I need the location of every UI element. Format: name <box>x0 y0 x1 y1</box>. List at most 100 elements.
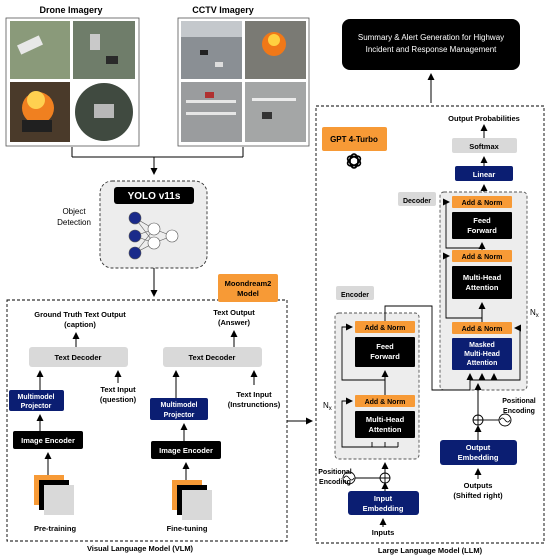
dec-positional-line1: Positional <box>502 398 536 405</box>
fine-text-input-line1: Text Input <box>236 390 272 399</box>
fine-text-decoder-label: Text Decoder <box>189 353 236 362</box>
input-emb-line2: Embedding <box>363 504 404 513</box>
dec-multi-head-attention <box>452 266 512 299</box>
yolo-title-box <box>114 187 194 204</box>
pre-projector <box>9 390 64 411</box>
llm-container <box>315 105 545 544</box>
fine-tuning-caption: Fine-tuning <box>167 524 208 533</box>
pre-output-line2: (caption) <box>64 320 96 329</box>
decoder-nx-label: Nx <box>530 308 539 319</box>
dec-add-norm-3-label: Add & Norm <box>462 200 503 207</box>
fine-text-input-line2: (Instrunctions) <box>228 400 281 409</box>
yolo-title: YOLO v11s <box>128 191 181 202</box>
dec-mha-line2: Attention <box>466 283 499 292</box>
dec-masked-line1: Masked <box>469 342 495 349</box>
dec-mha-line1: Multi-Head <box>463 273 502 282</box>
moondream-line1: Moondream2 <box>225 279 272 288</box>
pre-text-input-line2: (question) <box>100 395 137 404</box>
outputs-line1: Outputs <box>464 481 493 490</box>
dec-masked-attention <box>452 338 512 370</box>
cctv-imagery-label: CCTV Imagery <box>192 5 254 15</box>
outputs-line2: (Shifted right) <box>453 491 503 500</box>
decoder-label-box <box>398 192 436 206</box>
input-emb-line1: Input <box>374 494 393 503</box>
object-detection-line2: Detection <box>57 218 91 227</box>
openai-logo-icon <box>346 153 362 169</box>
drone-photo-1 <box>10 21 70 79</box>
moondream-line2: Model <box>237 289 259 298</box>
dec-ff-line1: Feed <box>473 216 491 225</box>
enc-add-norm-2 <box>355 321 415 333</box>
pre-text-input-line1: Text Input <box>100 385 136 394</box>
fine-image-encoder-label: Image Encoder <box>159 446 213 455</box>
output-emb-line2: Embedding <box>458 453 499 462</box>
fine-projector-line1: Multimodel <box>161 402 198 409</box>
pre-image-stack-icon <box>34 475 74 515</box>
summary-alert-box <box>342 19 520 70</box>
pre-projector-line2: Projector <box>21 403 52 410</box>
pre-projector-line1: Multimodel <box>18 394 55 401</box>
enc-add-norm-1-label: Add & Norm <box>365 399 406 406</box>
drone-imagery-frame <box>5 17 140 147</box>
enc-add-norm-1 <box>355 395 415 407</box>
pre-output-line1: Ground Truth Text Output <box>34 310 126 319</box>
output-emb-line1: Output <box>466 443 491 452</box>
dec-add-norm-1 <box>452 322 512 334</box>
inputs-label: Inputs <box>372 528 395 537</box>
fine-image-stack-icon <box>172 480 212 520</box>
drone-photo-2 <box>73 21 135 79</box>
gpt-label: GPT 4-Turbo <box>330 135 378 144</box>
enc-ff-line2: Forward <box>370 352 400 361</box>
object-detection-line1: Object <box>62 207 86 216</box>
linear-box <box>455 166 513 181</box>
pre-text-decoder <box>29 347 128 367</box>
dec-add-norm-2 <box>452 250 512 262</box>
moondream-badge <box>218 274 278 302</box>
output-probabilities: Output Probabilities <box>448 114 520 123</box>
drone-imagery-label: Drone Imagery <box>39 5 102 15</box>
enc-add-norm-2-label: Add & Norm <box>365 325 406 332</box>
pre-image-encoder <box>13 431 83 449</box>
llm-footer: Large Language Model (LLM) <box>378 546 483 555</box>
encoder-label: Encoder <box>341 292 369 299</box>
linear-label: Linear <box>473 170 496 179</box>
pre-text-decoder-label: Text Decoder <box>55 353 102 362</box>
gpt-badge <box>322 127 387 151</box>
decoder-label: Decoder <box>403 198 431 205</box>
fine-text-decoder <box>163 347 262 367</box>
dec-masked-line3: Attention <box>467 360 498 367</box>
cctv-imagery-frame <box>177 17 310 147</box>
fine-output-line2: (Answer) <box>218 318 251 327</box>
dec-add-norm-2-label: Add & Norm <box>462 254 503 261</box>
output-embedding <box>440 440 517 465</box>
enc-feed-forward <box>355 337 415 367</box>
softmax-box <box>452 138 517 153</box>
pre-image-encoder-label: Image Encoder <box>21 436 75 445</box>
fine-output-line1: Text Output <box>213 308 255 317</box>
neural-network-icon <box>128 211 179 260</box>
enc-positional-line1: Positional <box>318 469 352 476</box>
enc-mha-line2: Attention <box>369 425 402 434</box>
enc-ff-line1: Feed <box>376 342 394 351</box>
dec-ff-line2: Forward <box>467 226 497 235</box>
softmax-label: Softmax <box>469 142 499 151</box>
summary-alert-line1: Summary & Alert Generation for Highway <box>358 33 504 42</box>
encoder-nx-label: Nx <box>323 401 332 412</box>
fine-projector-line2: Projector <box>164 412 195 419</box>
encoder-label-box <box>336 286 374 300</box>
enc-multi-head-attention <box>355 411 415 438</box>
cctv-photo-4 <box>245 82 306 142</box>
dec-add-norm-3 <box>452 196 512 208</box>
enc-positional-line2: Encoding <box>319 479 351 486</box>
summary-alert-line2: Incident and Response Management <box>366 45 498 54</box>
dec-add-norm-1-label: Add & Norm <box>462 326 503 333</box>
enc-mha-line1: Multi-Head <box>366 415 405 424</box>
pre-training-caption: Pre-training <box>34 524 77 533</box>
dec-feed-forward <box>452 212 512 239</box>
fine-image-encoder <box>151 441 221 459</box>
input-embedding <box>348 491 419 515</box>
fine-projector <box>150 398 208 420</box>
dec-positional-line2: Encoding <box>503 408 535 415</box>
dec-masked-line2: Multi-Head <box>464 351 500 358</box>
